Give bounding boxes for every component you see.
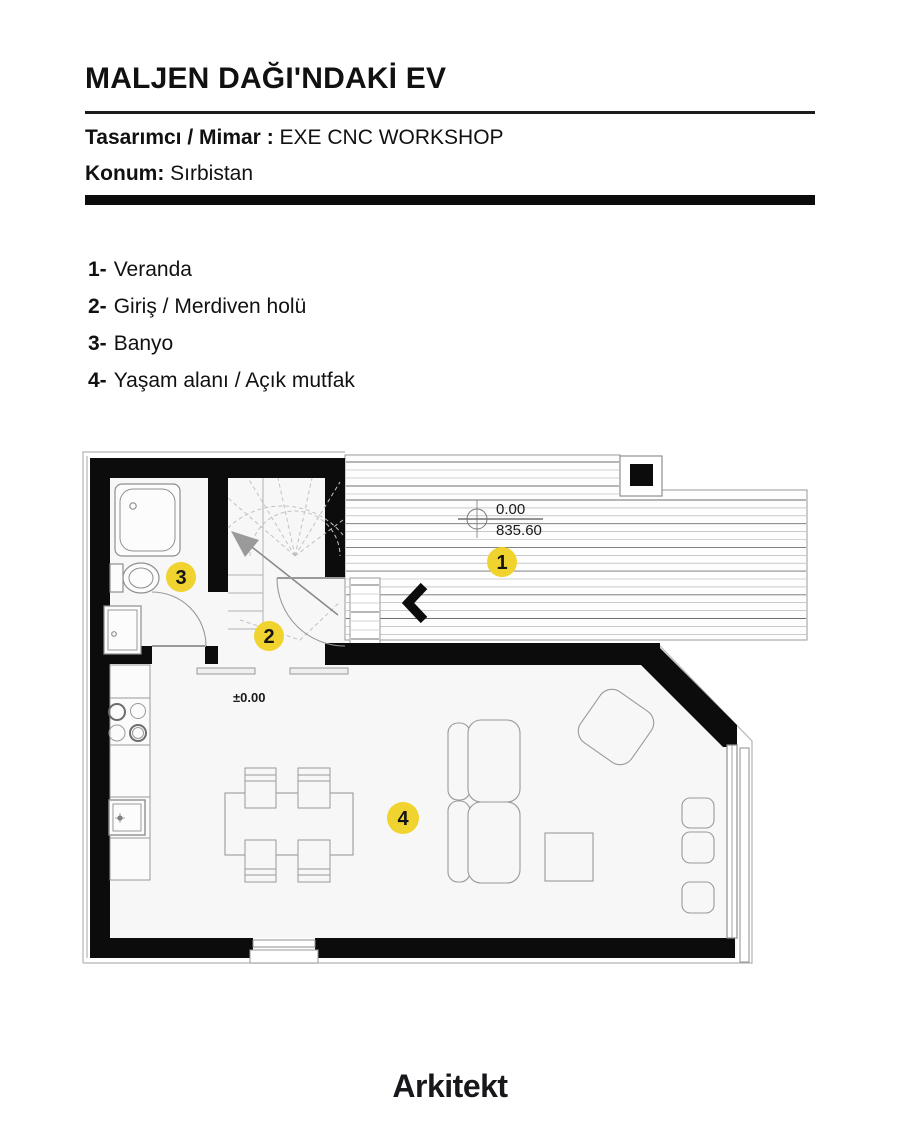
room-marker-1: 1 bbox=[487, 547, 517, 577]
svg-text:4: 4 bbox=[397, 808, 409, 830]
legend-item-entry: 2-Giriş / Merdiven holü bbox=[88, 295, 307, 318]
deck bbox=[344, 454, 808, 645]
designer-value: EXE CNC WORKSHOP bbox=[273, 126, 504, 149]
svg-text:2: 2 bbox=[263, 626, 274, 648]
dining-chairs bbox=[244, 767, 331, 883]
stools bbox=[681, 797, 715, 914]
floor-plan: 0.00 835.60 ±0.00 1 2 3 4 bbox=[70, 438, 820, 988]
location-line: Konum: Sırbistan bbox=[85, 162, 815, 186]
house-walls bbox=[90, 458, 737, 958]
deck-elevation-marker: 0.00 835.60 bbox=[458, 500, 543, 539]
shower bbox=[114, 483, 181, 557]
passage-thresholds bbox=[196, 667, 349, 675]
designer-line: Tasarımcı / Mimar : EXE CNC WORKSHOP bbox=[85, 126, 815, 150]
svg-text:1: 1 bbox=[496, 552, 507, 574]
deck-elevation-upper: 0.00 bbox=[496, 501, 525, 518]
svg-text:3: 3 bbox=[175, 567, 186, 589]
toilet bbox=[109, 562, 160, 594]
entry-door bbox=[276, 577, 346, 647]
room-marker-4: 4 bbox=[387, 802, 419, 834]
coffee-table bbox=[544, 832, 594, 882]
lounge-chair bbox=[577, 688, 655, 766]
room-marker-3: 3 bbox=[166, 562, 196, 592]
entry-arrow-icon bbox=[401, 582, 428, 624]
deck-elevation-lower: 835.60 bbox=[496, 522, 542, 539]
brand-logo: Arkitekt bbox=[392, 1068, 508, 1104]
bathroom-door bbox=[151, 591, 207, 647]
deck-column bbox=[619, 455, 663, 497]
thick-divider bbox=[85, 195, 815, 205]
sofa bbox=[447, 719, 521, 884]
page-title: MALJEN DAĞI'NDAKİ EV bbox=[85, 62, 447, 95]
stairs bbox=[227, 477, 344, 641]
floor-elevation-label: ±0.00 bbox=[233, 690, 265, 705]
thin-divider bbox=[85, 111, 815, 114]
designer-label: Tasarımcı / Mimar : bbox=[85, 126, 274, 149]
dining-table bbox=[224, 792, 354, 856]
bathroom-sink bbox=[103, 605, 142, 655]
location-value: Sırbistan bbox=[164, 162, 254, 185]
legend-item-veranda: 1-Veranda bbox=[88, 258, 192, 281]
overhang-boundary bbox=[82, 451, 753, 964]
kitchen-sink bbox=[108, 799, 146, 836]
entry-steps bbox=[349, 577, 381, 645]
window-right bbox=[726, 744, 750, 963]
room-marker-2: 2 bbox=[254, 621, 284, 651]
location-label: Konum: bbox=[85, 162, 165, 185]
legend-item-bathroom: 3-Banyo bbox=[88, 332, 174, 355]
stove bbox=[108, 703, 147, 742]
legend-item-living: 4-Yaşam alanı / Açık mutfak bbox=[88, 369, 355, 392]
kitchen-counter bbox=[109, 664, 151, 881]
legend: 1-Veranda 2-Giriş / Merdiven holü 3-Bany… bbox=[88, 257, 588, 405]
window-bottom bbox=[249, 938, 319, 964]
